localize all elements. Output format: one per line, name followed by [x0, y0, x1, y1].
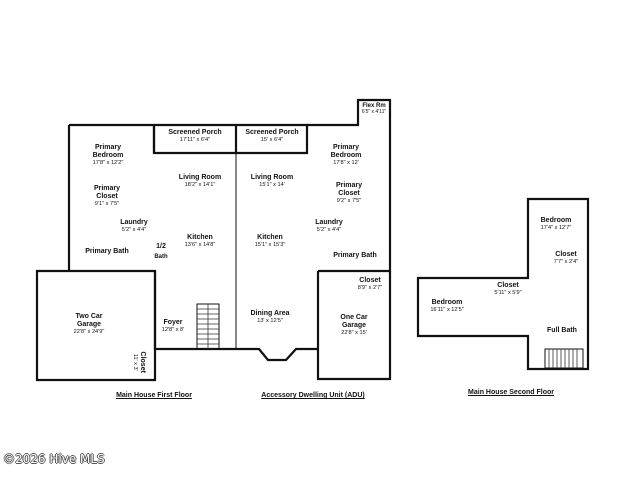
room-one-car-garage: One Car Garage 22'8" x 15'	[334, 314, 374, 337]
first-floor-stairs	[196, 303, 220, 350]
second-floor-stairs	[544, 348, 584, 369]
room-name: 1/2	[156, 243, 166, 250]
room-closet-adu: Closet 8'9" x 2'7"	[352, 277, 388, 291]
room-primary-bath-adu: Primary Bath	[325, 252, 385, 260]
room-dimensions: 17'8" x 12'2"	[92, 160, 124, 167]
room-laundry-main: Laundry 5'2" x 4'4"	[112, 219, 156, 233]
room-name: Closet	[497, 282, 519, 289]
room-name: Closet	[555, 251, 577, 258]
room-kitchen-main: Kitchen 13'6" x 14'8"	[178, 234, 222, 248]
room-dimensions: Bath	[154, 254, 168, 261]
room-dimensions: 6'5" x 4'11"	[361, 108, 387, 115]
room-closet-upper-b: Closet 5'11" x 5'9"	[486, 282, 530, 296]
room-full-bath: Full Bath	[539, 327, 585, 335]
room-name: Full Bath	[547, 327, 577, 334]
room-name: Laundry	[120, 219, 148, 226]
room-dimensions: 15'1" x 15'3"	[254, 242, 286, 249]
room-name: Bedroom	[540, 217, 572, 224]
room-dimensions: 9'1" x 7'5"	[94, 201, 120, 208]
room-garage-closet: Closet 11' x 3'	[132, 342, 146, 382]
room-name: One Car Garage	[340, 314, 368, 330]
room-dimensions: 8'9" x 2'7"	[357, 285, 383, 292]
room-name: Closet	[359, 277, 381, 284]
room-living-room-adu: Living Room 15'1" x 14'	[250, 174, 294, 188]
room-dimensions: 13'6" x 14'8"	[184, 242, 216, 249]
room-name: Living Room	[178, 174, 222, 181]
watermark: ©2026 Hive MLS	[3, 452, 105, 466]
room-name: Laundry	[315, 219, 343, 226]
room-dimensions: 5'11" x 5'9"	[494, 290, 522, 297]
room-name: Primary Bath	[333, 252, 377, 259]
room-dimensions: 22'8" x 24'9"	[73, 329, 105, 336]
room-name: Two Car Garage	[75, 313, 103, 329]
room-closet-upper-a: Closet 7'7" x 2'4"	[548, 251, 584, 265]
room-name: Primary Closet	[335, 182, 363, 198]
room-two-car-garage: Two Car Garage 22'8" x 24'9"	[66, 313, 112, 336]
room-name: Primary Bedroom	[330, 144, 362, 160]
room-living-room-main: Living Room 18'2" x 14'1"	[178, 174, 222, 188]
room-dining-area: Dining Area 13' x 12'5"	[248, 310, 292, 324]
room-laundry-adu: Laundry 5'2" x 4'4"	[307, 219, 351, 233]
room-name: Flex Rm	[362, 103, 386, 109]
floor-title-adu: Accessory Dwelling Unit (ADU)	[261, 392, 365, 399]
room-primary-bath-main: Primary Bath	[76, 248, 138, 256]
room-primary-closet-adu: Primary Closet 9'2" x 7'5"	[328, 182, 370, 205]
room-foyer: Foyer 12'8" x 8'	[152, 319, 194, 333]
room-name: Screened Porch	[168, 129, 222, 136]
room-dimensions: 22'8" x 15'	[341, 330, 367, 337]
room-dimensions: 5'2" x 4'4"	[121, 227, 147, 234]
adu-walls	[236, 98, 392, 381]
room-dimensions: 16'11" x 12'5"	[430, 307, 464, 314]
room-name: Primary Closet	[93, 185, 121, 201]
room-name: Kitchen	[187, 234, 213, 241]
room-name: Screened Porch	[245, 129, 299, 136]
room-screened-porch-main: Screened Porch 17'11" x 6'4"	[156, 129, 234, 143]
room-name: Dining Area	[250, 310, 290, 317]
room-dimensions: 18'2" x 14'1"	[184, 182, 216, 189]
room-primary-bedroom-main: Primary Bedroom 17'8" x 12'2"	[84, 144, 132, 167]
room-dimensions: 9'2" x 7'5"	[336, 198, 362, 205]
room-dimensions: 5'2" x 4'4"	[316, 227, 342, 234]
room-primary-closet-main: Primary Closet 9'1" x 7'5"	[86, 185, 128, 208]
floor-title-first: Main House First Floor	[116, 392, 192, 399]
floor-title-second: Main House Second Floor	[468, 389, 554, 396]
room-dimensions: 15' x 6'4"	[260, 137, 284, 144]
room-bedroom-upper: Bedroom 17'4" x 12'7"	[532, 217, 580, 231]
room-dimensions: 17'8" x 12'	[333, 160, 359, 167]
room-dimensions: 11' x 3'	[132, 353, 139, 371]
second-floor-walls	[416, 197, 590, 371]
room-dimensions: 17'11" x 6'4"	[179, 137, 211, 144]
room-name: Kitchen	[257, 234, 283, 241]
room-dimensions: 15'1" x 14'	[259, 182, 285, 189]
room-name: Living Room	[250, 174, 294, 181]
room-half-bath: 1/2 Bath	[149, 243, 173, 261]
main-house-first-floor-walls	[35, 123, 238, 382]
room-kitchen-adu: Kitchen 15'1" x 15'3"	[247, 234, 293, 248]
room-name: Primary Bedroom	[92, 144, 124, 160]
room-name: Foyer	[163, 319, 183, 326]
room-screened-porch-adu: Screened Porch 15' x 6'4"	[238, 129, 306, 143]
room-dimensions: 7'7" x 2'4"	[553, 259, 579, 266]
room-primary-bedroom-adu: Primary Bedroom 17'8" x 12'	[322, 144, 370, 167]
room-name: Closet	[139, 351, 147, 373]
room-dimensions: 13' x 12'5"	[257, 318, 283, 325]
room-name: Primary Bath	[85, 248, 129, 255]
room-name: Bedroom	[431, 299, 463, 306]
room-bedroom-lower: Bedroom 16'11" x 12'5"	[423, 299, 471, 313]
room-dimensions: 17'4" x 12'7"	[540, 225, 572, 232]
room-flex-room: Flex Rm 6'5" x 4'11"	[356, 103, 392, 116]
room-dimensions: 12'8" x 8'	[161, 327, 185, 334]
